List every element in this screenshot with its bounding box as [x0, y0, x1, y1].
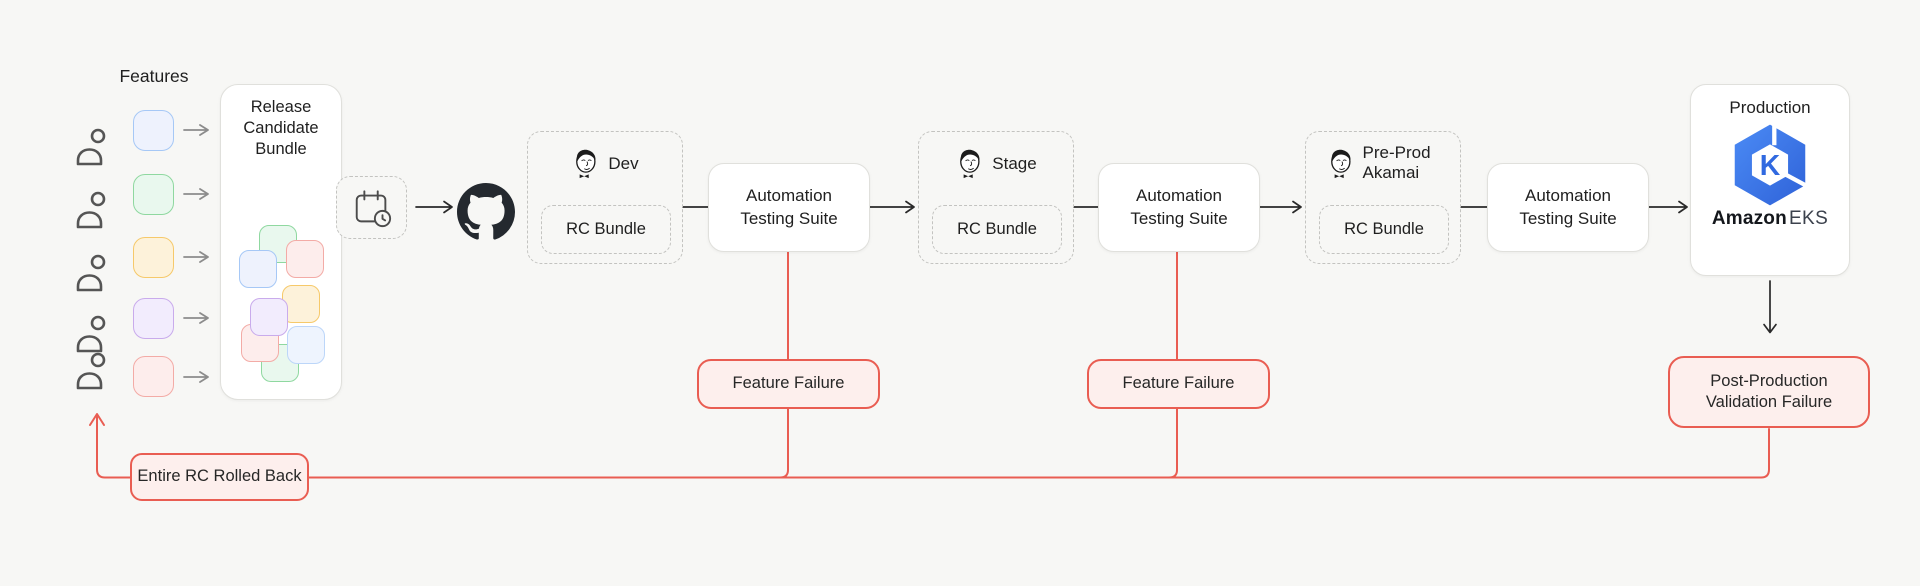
rollback-arrowhead-up [89, 413, 105, 426]
feature-arrows [183, 124, 209, 383]
feature-swatch-purple [133, 298, 174, 339]
person-icon [74, 315, 112, 355]
production-title: Production [1729, 98, 1811, 117]
jenkins-icon [571, 147, 599, 180]
features-label: Features [119, 66, 189, 86]
env-dev-title: Dev [528, 147, 682, 180]
env-preprod-rc-bundle: RC Bundle [1319, 205, 1449, 254]
automation-testing-suite-2: Automation Testing Suite [1098, 163, 1260, 252]
env-dev-box: Dev RC Bundle [527, 131, 683, 264]
person-icon [74, 352, 112, 392]
arrow-testing-to-stage [869, 200, 915, 214]
post-production-validation-failure-label: Post-Production Validation Failure [1705, 371, 1833, 411]
arrow-calendar-to-github [415, 200, 453, 214]
calendar-clock-icon [351, 187, 393, 229]
entire-rc-rolled-back-badge: Entire RC Rolled Back [130, 453, 309, 501]
release-candidate-bundle-title: Release Candidate Bundle [243, 98, 319, 159]
bundle-feature-red [286, 240, 324, 278]
eks-label: EKS [1788, 208, 1829, 229]
env-preprod-box: Pre-Prod Akamai RC Bundle [1305, 131, 1461, 264]
rollback-paths [89, 251, 1770, 479]
env-stage-rc-bundle: RC Bundle [932, 205, 1062, 254]
env-preprod-label: Pre-Prod Akamai [1362, 143, 1431, 183]
feature-failure-badge-1: Feature Failure [697, 359, 880, 409]
automation-testing-suite-3: Automation Testing Suite [1487, 163, 1649, 252]
arrow-testing-to-preprod [1259, 200, 1302, 214]
env-dev-label: Dev [608, 153, 639, 173]
feature-swatch-green [133, 174, 174, 215]
feature-swatch-blue [133, 110, 174, 151]
arrow-testing-to-production [1648, 200, 1688, 214]
kubernetes-eks-icon: K [1727, 122, 1813, 208]
rc-bundle-label: RC Bundle [1344, 220, 1424, 238]
jenkins-icon [955, 147, 983, 180]
person-icon [74, 128, 112, 168]
env-dev-rc-bundle: RC Bundle [541, 205, 671, 254]
pipeline-connectors [415, 200, 1777, 334]
line-feature-failure2-to-rollback [1168, 408, 1178, 479]
rollback-main-path [96, 416, 1770, 479]
bundle-feature-blue [239, 250, 277, 288]
arrow-production-to-validation [1763, 280, 1777, 334]
env-stage-label: Stage [992, 153, 1037, 173]
rc-bundle-label: RC Bundle [566, 220, 646, 238]
bundle-feature-lightblue [287, 326, 325, 364]
automation-testing-suite-1: Automation Testing Suite [708, 163, 870, 252]
jenkins-icon [1326, 147, 1354, 180]
github-icon [457, 183, 515, 241]
line-feature-failure1-to-rollback [779, 408, 789, 479]
env-preprod-title: Pre-Prod Akamai [1306, 143, 1460, 183]
env-stage-title: Stage [919, 147, 1073, 180]
bundle-feature-purple [250, 298, 288, 336]
release-schedule-box [336, 176, 407, 239]
svg-text:K: K [1760, 150, 1781, 182]
rc-bundle-label: RC Bundle [957, 220, 1037, 238]
amazon-label: Amazon [1711, 208, 1787, 229]
feature-swatch-orange [133, 237, 174, 278]
bundle-feature-orange [282, 285, 320, 323]
person-icon [74, 254, 112, 294]
release-candidate-bundle-box: Release Candidate Bundle [220, 84, 342, 400]
post-production-validation-failure-badge: Post-Production Validation Failure [1668, 356, 1870, 428]
person-icon [74, 191, 112, 231]
feature-swatch-pink [133, 356, 174, 397]
feature-failure-badge-2: Feature Failure [1087, 359, 1270, 409]
env-stage-box: Stage RC Bundle [918, 131, 1074, 264]
